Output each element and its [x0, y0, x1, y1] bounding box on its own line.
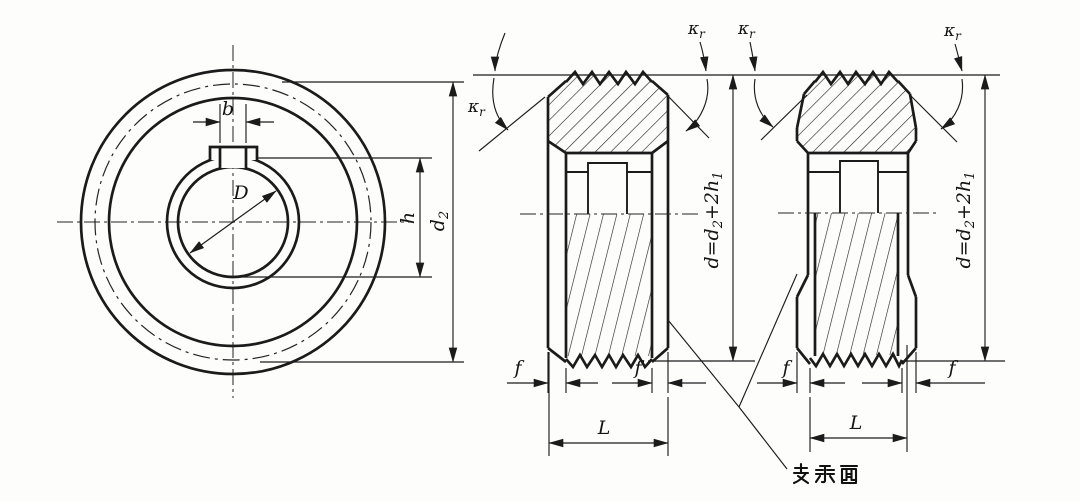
chamfer-extension-line [664, 92, 710, 139]
dim-f-right-1: f [612, 352, 706, 393]
label-kappa-2: κr [687, 19, 706, 41]
chamfer-extension-line [478, 96, 546, 152]
section-view-type2: d=d2+2h1 f f L κr [737, 19, 1005, 452]
flare-left [795, 274, 810, 298]
label-h: h [397, 212, 419, 224]
leader-tail [738, 406, 788, 470]
label-formula-1: d=d2+2h1 [701, 171, 726, 268]
thread-crest-zigzag-bottom [808, 351, 904, 370]
label-d2: d2 [427, 211, 452, 231]
label-f4: f [946, 357, 958, 379]
section-view-type1: d=d2+2h1 f f L κr [467, 19, 755, 456]
angle-kappa-left-2: κr [737, 19, 808, 141]
front-view: b D h d2 [57, 45, 464, 398]
label-f2: f [632, 357, 644, 379]
dim-f-left-1: f [507, 352, 598, 393]
rim-inner-circle [107, 96, 359, 348]
support-face-glyphs [792, 462, 859, 485]
dim-f-left-2: f [757, 352, 845, 393]
thread-crest-zigzag-bottom [564, 352, 654, 370]
dim-major-diameter-2: d=d2+2h1 [900, 74, 1005, 362]
angle-kappa-right-2: κr [910, 21, 964, 143]
support-face-callout [667, 273, 859, 485]
keyway-band [566, 162, 652, 214]
chamfer-extension-line [910, 95, 958, 143]
outer-circle [79, 68, 387, 376]
dim-outer-d2: d2 [260, 81, 464, 363]
head-hatch [797, 72, 916, 153]
leader-from-view2 [738, 273, 798, 408]
label-D: D [232, 182, 248, 204]
label-f1: f [512, 357, 524, 379]
dim-length-1: L [548, 352, 669, 456]
head-hatch [548, 72, 668, 153]
label-kappa-3: κr [737, 19, 756, 41]
dim-keyway-width-b: b [193, 98, 274, 143]
angle-kappa-left-1: κr [467, 32, 546, 152]
pitch-circle-dashed [94, 83, 372, 361]
glyph-cheng [814, 464, 836, 484]
thread-flank-hatch [566, 214, 652, 356]
thread-crest-zigzag-top [813, 69, 900, 87]
label-b: b [222, 98, 234, 120]
thread-crest-zigzag-top [564, 69, 654, 87]
dim-length-2: L [809, 345, 908, 452]
dim-major-diameter-1: d=d2+2h1 [648, 74, 755, 362]
label-formula-2: d=d2+2h1 [953, 171, 978, 268]
dim-f-right-2: f [862, 352, 985, 393]
dim-bore-D: D [189, 182, 277, 254]
label-L2: L [849, 412, 863, 434]
leader-from-view1 [667, 319, 740, 408]
angle-kappa-right-1: κr [664, 19, 710, 139]
thread-flank-hatch [815, 213, 898, 355]
label-f3: f [780, 357, 792, 379]
label-kappa-1: κr [467, 97, 486, 119]
label-L1: L [597, 417, 611, 439]
flare-right [906, 274, 918, 298]
label-kappa-4: κr [943, 21, 962, 43]
glyph-mian [839, 464, 859, 485]
chamfer-extension-line [760, 94, 808, 141]
dim-keyway-h: h [240, 157, 432, 278]
keyway-band [808, 160, 908, 213]
keyway-slot [208, 145, 259, 168]
glyph-zhi [792, 462, 810, 485]
